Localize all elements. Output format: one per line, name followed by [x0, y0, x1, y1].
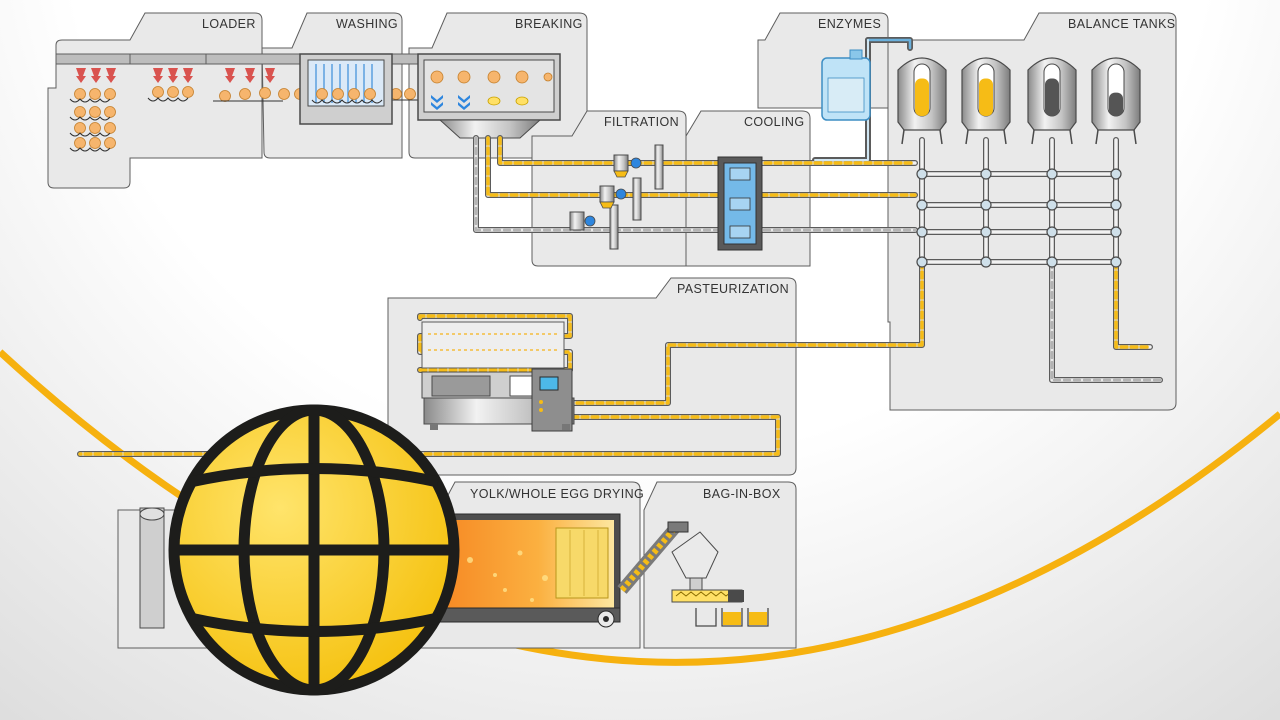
pasteurizer — [421, 321, 575, 432]
loader-equipment — [55, 53, 421, 152]
balance-tanks — [897, 57, 1141, 145]
bag-in-box-panel — [643, 481, 797, 649]
section-labels: LOADER WASHING BREAKING ENZYMES BALANCE … — [202, 17, 1176, 501]
globe-icon — [168, 404, 460, 696]
balance-tank — [1027, 57, 1077, 145]
breaking-machine — [417, 53, 561, 139]
spray-dryer — [139, 507, 621, 629]
label-washing: WASHING — [336, 17, 398, 31]
label-cooling: COOLING — [744, 115, 804, 129]
label-bag-in-box: BAG-IN-BOX — [703, 487, 781, 501]
label-enzymes: ENZYMES — [818, 17, 881, 31]
tank-level — [1109, 92, 1123, 116]
junction-valves — [916, 168, 1122, 268]
cooling-unit — [717, 156, 763, 251]
label-pasteurization: PASTEURIZATION — [677, 282, 789, 296]
filtration-units — [569, 144, 664, 250]
enzymes-canister-icon — [821, 49, 871, 121]
bag-in-box-equipment — [617, 521, 769, 627]
label-breaking: BREAKING — [515, 17, 583, 31]
tank-level — [915, 78, 929, 116]
washing-machine — [299, 53, 393, 125]
label-loader: LOADER — [202, 17, 256, 31]
balance-tank — [897, 57, 947, 145]
label-drying: YOLK/WHOLE EGG DRYING — [470, 487, 644, 501]
label-filtration: FILTRATION — [604, 115, 679, 129]
tank-level — [1045, 78, 1059, 116]
tank-level — [979, 78, 993, 116]
balance-tank — [1091, 57, 1141, 145]
balance-tank — [961, 57, 1011, 145]
label-balance-tanks: BALANCE TANKS — [1068, 17, 1176, 31]
